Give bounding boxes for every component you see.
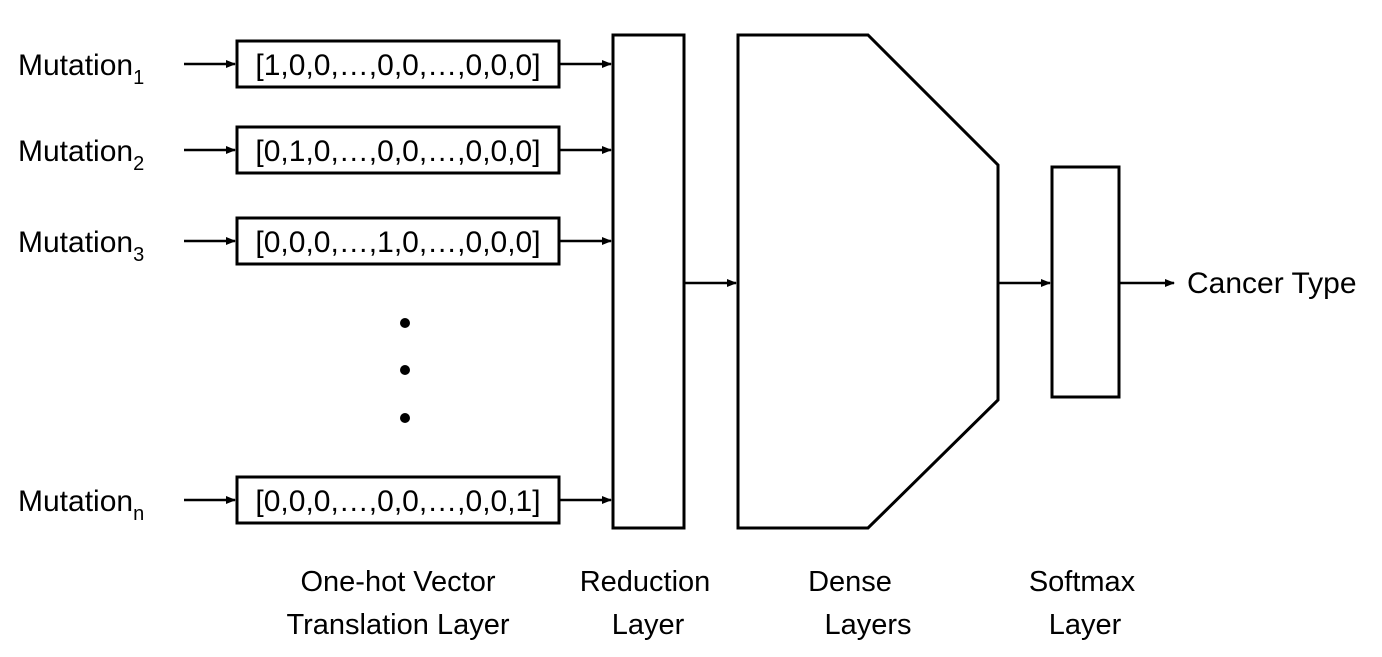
onehot-vector-text-2: [0,1,0,…,0,0,…,0,0,0]: [255, 135, 540, 168]
reduction-layer-caption-line2: Layer: [612, 609, 685, 641]
mutation-label-1: Mutation1: [18, 49, 144, 89]
mutation-label-3: Mutation3: [18, 226, 144, 266]
dense-layers-caption-line1: Dense: [808, 566, 892, 598]
mutation-label-n: Mutationn: [18, 485, 144, 525]
reduction-layer-box: [611, 33, 686, 530]
onehot-vector-box-2: [235, 125, 561, 175]
reduction-layer-caption-line1: Reduction: [580, 566, 711, 598]
onehot-vector-text-1: [1,0,0,…,0,0,…,0,0,0]: [255, 49, 540, 82]
onehot-vector-text-n: [0,0,0,…,0,0,…,0,0,1]: [255, 485, 540, 518]
ellipsis-dot-1: [400, 318, 410, 328]
mutation-label-2: Mutation2: [18, 135, 144, 175]
dense-layers-caption-line2: Layers: [824, 609, 911, 641]
softmax-layer-caption-line2: Layer: [1049, 609, 1122, 641]
onehot-layer-caption-line2: Translation Layer: [287, 609, 510, 641]
output-label: Cancer Type: [1187, 267, 1357, 300]
onehot-vector-box-3: [235, 216, 561, 266]
ellipsis-dot-3: [400, 413, 410, 423]
onehot-vector-box-n: [235, 475, 561, 525]
dense-layers-shape: [736, 33, 1000, 530]
softmax-layer-box: [1050, 165, 1121, 399]
softmax-layer-caption-line1: Softmax: [1029, 566, 1136, 598]
onehot-vector-text-3: [0,0,0,…,1,0,…,0,0,0]: [255, 226, 540, 259]
ellipsis-dot-2: [400, 365, 410, 375]
onehot-layer-caption-line1: One-hot Vector: [300, 566, 495, 598]
